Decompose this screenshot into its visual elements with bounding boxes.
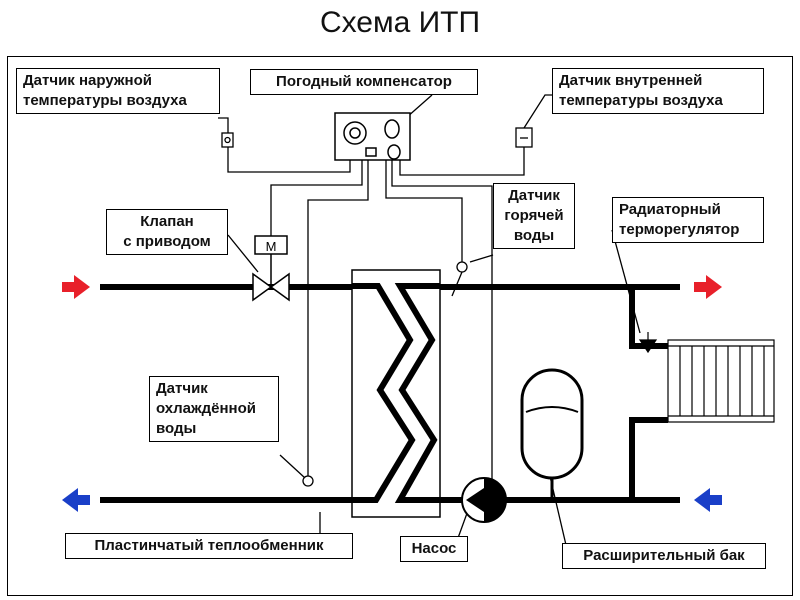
heat-exchanger-plates [352,283,440,503]
radiator-supply-drop [629,287,668,349]
sensor-icon [302,475,314,487]
radiator-return-drop [629,417,668,500]
indoor-sensor-label: Датчик внутренней температуры воздуха [552,68,764,114]
pump-icon [461,477,507,523]
valve-leader [227,234,259,273]
hot-water-sensor-label: Датчик горячей воды [493,183,575,249]
page-title: Схема ИТП [319,6,481,39]
cooled-sensor-cable [307,160,369,477]
plate-heat-exchanger-label: Пластинчатый теплообменник [65,533,353,559]
valve-icon [252,235,290,302]
hot-sensor-cable-a [385,160,463,262]
cooled-water-sensor-label: Датчик охлаждённой воды [149,376,279,442]
hot-sensor-leader [469,254,494,263]
weather-compensator-label: Погодный компенсатор [250,69,478,95]
expansion-tank-label: Расширительный бак [562,543,766,569]
plate-heat-exchanger [351,269,441,518]
valve-actuator-cable [270,160,363,236]
diagram-frame [7,56,793,596]
expansion-tank-icon [520,368,584,500]
hot-sensor-cable-b [391,160,493,500]
arrow-left-icon [694,488,722,512]
valve-label: Клапан с приводом [106,209,228,255]
cooled-sensor-leader [279,454,306,479]
arrow-left-icon [62,488,90,512]
radiator-icon [667,339,775,423]
thermostat-leader [611,229,641,334]
sensor-icon [456,261,468,273]
pump-label: Насос [400,536,468,562]
valve-actuator-mark: M [266,239,277,254]
outdoor-sensor-cable [227,147,351,173]
controller-icon [334,112,411,161]
sensor-icon [221,132,234,148]
arrow-right-icon [694,275,722,299]
indoor-sensor-leader [523,94,552,129]
indoor-sensor-cable [399,147,525,176]
wiring [218,94,641,546]
arrow-right-icon [62,275,90,299]
outdoor-sensor-label: Датчик наружной температуры воздуха [16,68,220,114]
sensor-icon [515,127,533,148]
outdoor-sensor-leader [218,117,229,133]
radiator-thermostat-label: Радиаторный терморегулятор [612,197,764,243]
radiator-thermostat-icon [638,332,658,354]
